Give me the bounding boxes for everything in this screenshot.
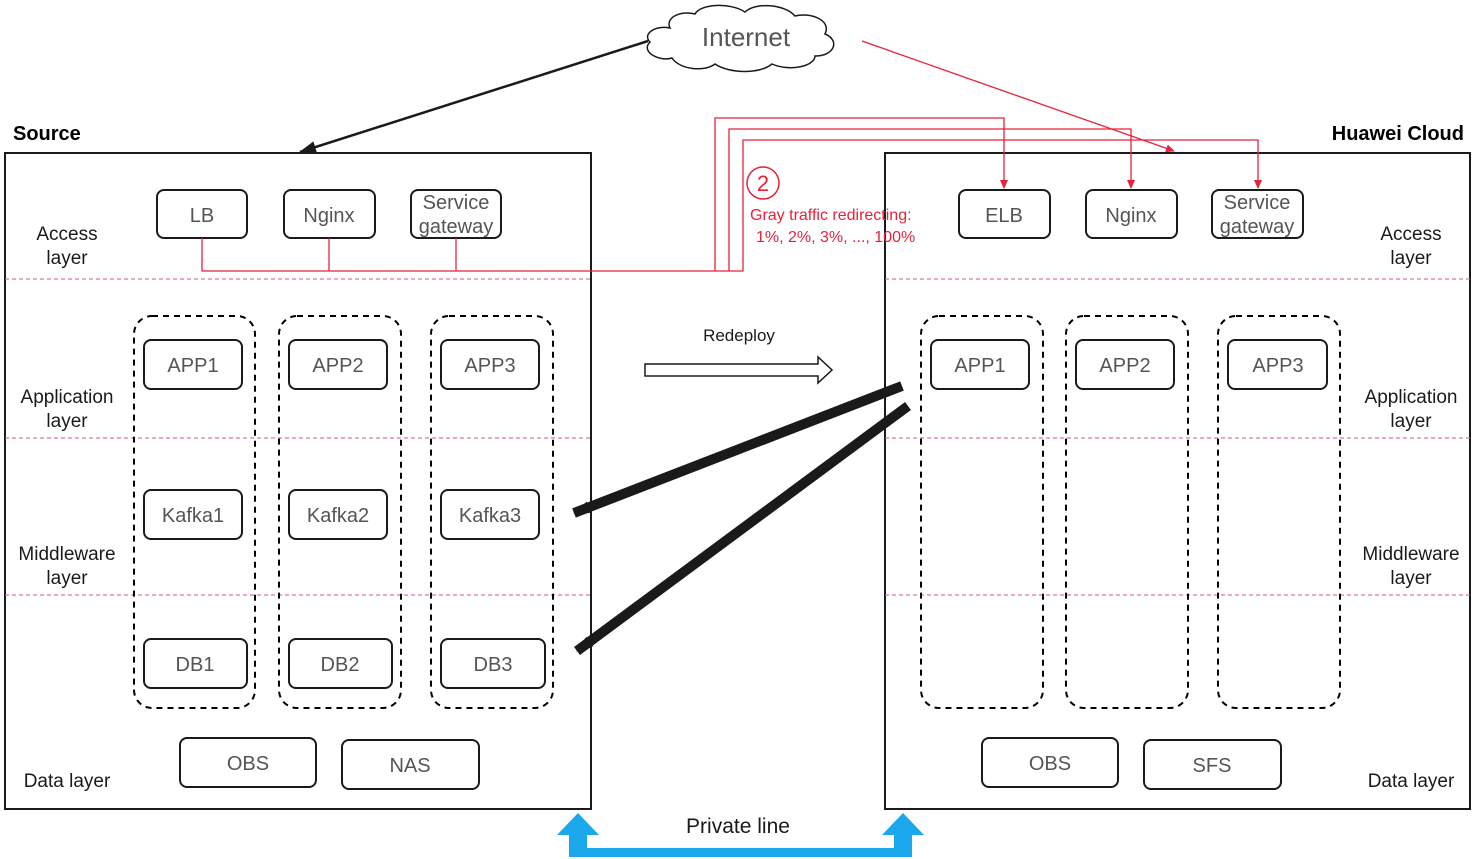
cloud-gateway-node: [1211, 189, 1304, 239]
internet-to-source-arrow: [299, 39, 649, 154]
cloud-gateway-label: Service: [1224, 192, 1291, 214]
cloud-app3-node: [1227, 339, 1328, 390]
source-title: Source: [13, 123, 81, 145]
cloud-to-source-db-arrow: [574, 401, 911, 656]
source-kafka2-label: Kafka2: [307, 505, 369, 527]
gray-traffic-title: Gray traffic redirecting:: [750, 207, 912, 224]
cloud-elb-node: [958, 189, 1051, 239]
source-gateway-label: Service: [423, 192, 490, 214]
source-app3-label: APP3: [464, 355, 515, 377]
cloud-app-group-1: [920, 315, 1044, 709]
source-db2-node: [288, 638, 393, 689]
source-panel: Access layer Application layer Middlewar…: [4, 152, 592, 810]
internet-cloud: Internet: [646, 4, 835, 73]
source-kafka1-node: [143, 489, 243, 540]
source-app2-label: APP2: [312, 355, 363, 377]
cloud-obs-node: [981, 737, 1119, 788]
cloud-app2-node: [1075, 339, 1175, 390]
source-app-group-3: [430, 315, 554, 709]
route-nginx-to-nginx: [715, 128, 1135, 272]
source-kafka3-label: Kafka3: [459, 505, 521, 527]
cloud-panel: Access layer Application layer Middlewar…: [884, 152, 1471, 810]
source-app1-node: [143, 339, 243, 390]
source-db2-label: DB2: [321, 654, 360, 676]
cloud-gateway-label: gateway: [1220, 216, 1295, 238]
private-line-connector: Private line: [557, 813, 924, 857]
source-app1-label: APP1: [167, 355, 218, 377]
cloud-title: Huawei Cloud: [1332, 123, 1464, 145]
source-access-layer-label: layer: [46, 248, 88, 269]
cloud-app-group-2: [1065, 315, 1189, 709]
cloud-nginx-label: Nginx: [1105, 205, 1156, 227]
cloud-middleware-layer-label: layer: [1390, 568, 1432, 589]
source-middleware-layer-label: Middleware: [18, 544, 115, 565]
source-kafka3-node: [440, 489, 540, 540]
source-db1-label: DB1: [176, 654, 215, 676]
cloud-data-layer-label: Data layer: [1368, 771, 1455, 792]
source-app-group-2: [278, 315, 402, 709]
source-access-layer-label: Access: [36, 224, 97, 245]
cloud-app2-label: APP2: [1099, 355, 1150, 377]
source-db1-node: [143, 638, 248, 689]
route-gateway-to-gateway: [729, 139, 1262, 272]
cloud-middleware-layer-label: Middleware: [1362, 544, 1459, 565]
cloud-nginx-node: [1085, 189, 1178, 239]
source-nginx-label: Nginx: [303, 205, 354, 227]
source-nas-label: NAS: [389, 755, 430, 777]
cloud-elb-label: ELB: [985, 205, 1023, 227]
source-frame: [4, 152, 592, 810]
gray-traffic-percent: 1%, 2%, 3%, ..., 100%: [756, 229, 915, 246]
source-application-layer-label: layer: [46, 411, 88, 432]
source-lb-label: LB: [190, 205, 214, 227]
step-badge: [746, 166, 780, 200]
source-obs-label: OBS: [227, 753, 269, 775]
source-app3-node: [440, 339, 540, 390]
source-obs-node: [179, 737, 317, 788]
private-line-label: Private line: [686, 815, 790, 838]
source-app-group-1: [133, 315, 256, 709]
source-db3-label: DB3: [474, 654, 513, 676]
cloud-frame: [884, 152, 1471, 810]
cloud-app3-label: APP3: [1252, 355, 1303, 377]
step-number: 2: [757, 171, 769, 196]
source-kafka2-node: [288, 489, 388, 540]
source-data-layer-label: Data layer: [24, 771, 111, 792]
source-nas-node: [341, 739, 480, 790]
redeploy-label: Redeploy: [703, 326, 775, 345]
source-application-layer-label: Application: [21, 387, 114, 408]
route-lb-to-elb: [201, 117, 1008, 272]
cloud-app1-label: APP1: [954, 355, 1005, 377]
source-db3-node: [440, 638, 546, 689]
cloud-sfs-node: [1143, 739, 1282, 790]
internet-label: Internet: [702, 22, 791, 52]
cloud-shape-icon: [646, 4, 835, 73]
cloud-to-source-kafka-arrow: [572, 381, 904, 518]
private-line-arrow-icon: [557, 813, 924, 857]
cloud-application-layer-label: layer: [1390, 411, 1432, 432]
cloud-application-layer-label: Application: [1365, 387, 1458, 408]
cloud-app1-node: [930, 339, 1030, 390]
internet-to-cloud-arrow: [861, 40, 1175, 153]
cloud-app-group-3: [1217, 315, 1341, 709]
source-gateway-label: gateway: [419, 216, 494, 238]
gray-traffic-routes: [201, 117, 1262, 272]
source-app2-node: [288, 339, 388, 390]
cloud-obs-label: OBS: [1029, 753, 1071, 775]
source-kafka1-label: Kafka1: [162, 505, 224, 527]
cloud-sfs-label: SFS: [1193, 755, 1232, 777]
cloud-access-layer-label: Access: [1380, 224, 1441, 245]
cloud-access-layer-label: layer: [1390, 248, 1432, 269]
redeploy-arrow-icon: [644, 355, 834, 385]
source-middleware-layer-label: layer: [46, 568, 88, 589]
